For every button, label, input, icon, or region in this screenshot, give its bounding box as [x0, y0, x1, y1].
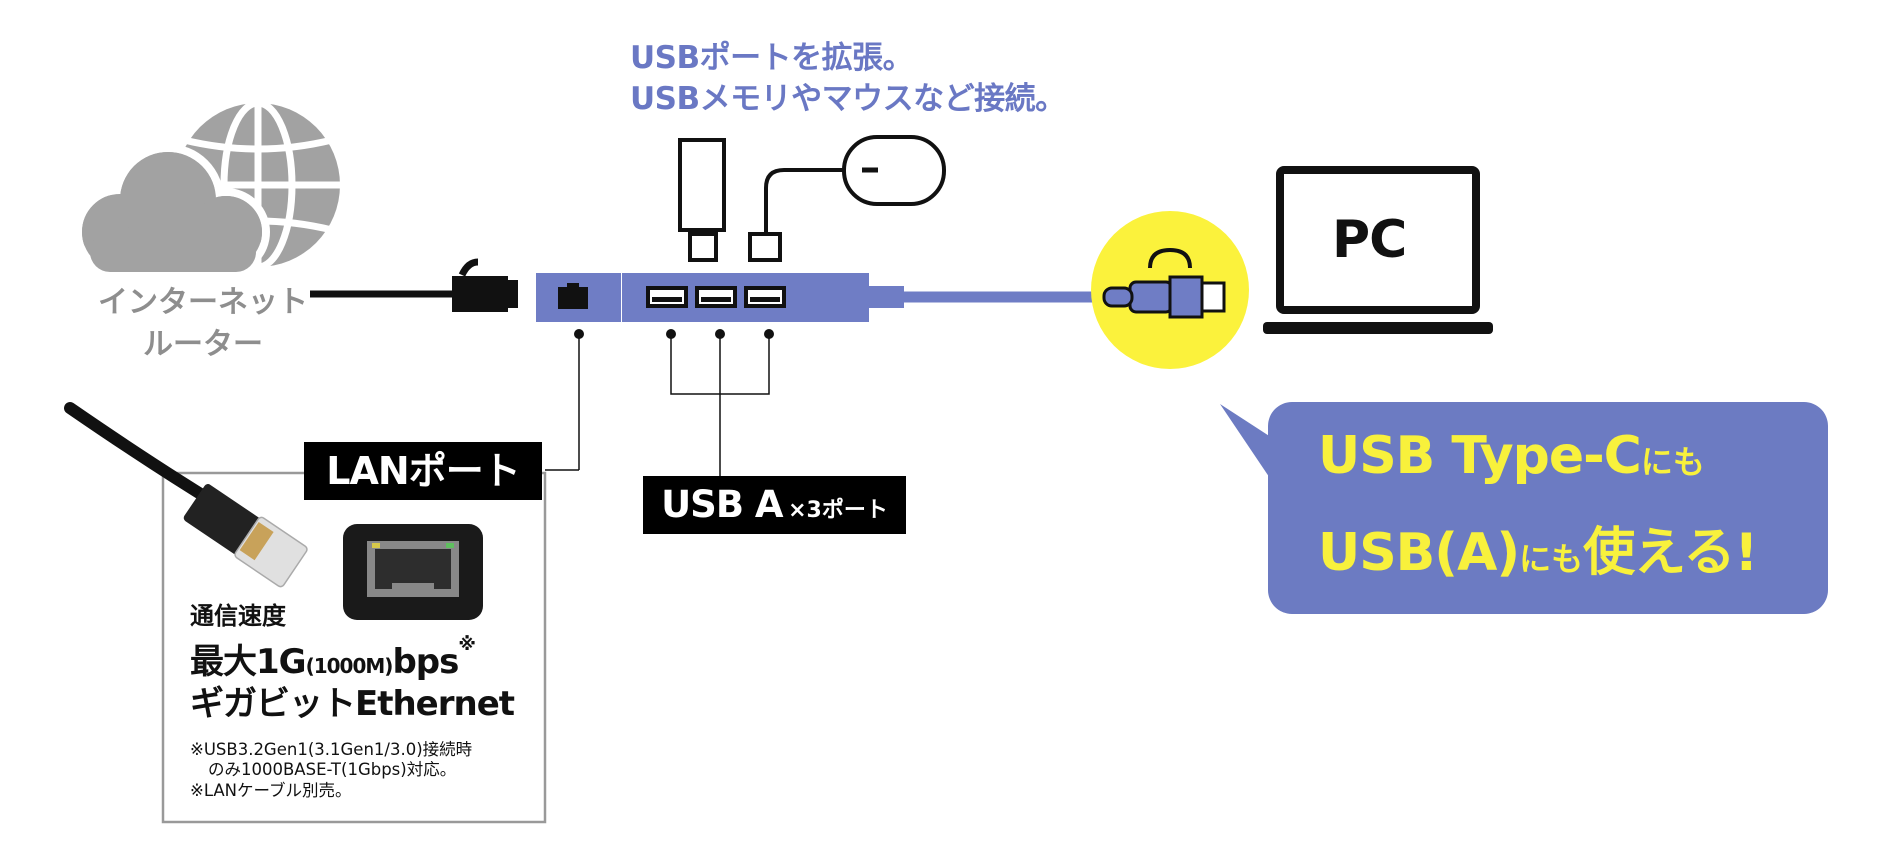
bubble-type-c: USB Type-C — [1318, 426, 1642, 486]
speed-title: 通信速度 — [190, 602, 286, 630]
usb-a-label-sub: ×3ポート — [788, 498, 888, 523]
speed-max: 最大1G — [190, 642, 307, 682]
speed-paren: (1000M) — [305, 654, 394, 678]
router-label: インターネット ルーター — [98, 282, 308, 366]
pc-label: PC — [1332, 210, 1407, 270]
internet-cloud-globe-icon — [74, 99, 340, 278]
lan-cable-icon — [64, 402, 308, 588]
router-label-line-1: インターネット — [98, 285, 308, 320]
bubble-nimo-2: にも — [1519, 540, 1584, 578]
mouse-icon — [748, 135, 946, 262]
lan-port-socket — [558, 287, 588, 309]
usb-c-to-a-connector-icon — [1102, 247, 1226, 319]
usb-expansion-caption: USBポートを拡張。 USBメモリやマウスなど接続。 — [630, 38, 1066, 120]
usb-a-label: USB A ×3ポート — [643, 476, 906, 534]
lan-plug — [452, 276, 508, 312]
speech-bubble — [1220, 402, 1828, 614]
bubble-line-2: USB(A)にも使える! — [1318, 510, 1758, 585]
note-2: のみ1000BASE-T(1Gbps)対応。 — [208, 760, 457, 779]
lan-port-photo-icon — [343, 524, 483, 620]
router-label-line-2: ルーター — [143, 327, 263, 362]
note-1: ※USB3.2Gen1(3.1Gen1/3.0)接続時 — [190, 740, 473, 759]
laptop-icon — [1263, 166, 1493, 334]
bubble-usb-a: USB(A) — [1318, 523, 1520, 583]
lan-plug-clip — [458, 258, 479, 277]
bubble-nimo-1: にも — [1640, 443, 1705, 481]
lan-port-label: LANポート — [304, 442, 542, 500]
usb-memory-icon — [678, 138, 726, 262]
note-3: ※LANケーブル別売。 — [190, 781, 352, 800]
speed-mark: ※ — [458, 634, 475, 655]
speed-ethernet: ギガビットEthernet — [190, 684, 515, 724]
bubble-line-1: USB Type-Cにも — [1318, 426, 1705, 486]
bubble-tsukaeru: 使える! — [1583, 523, 1758, 583]
callout-lines — [545, 334, 770, 476]
caption-line-2: USBメモリやマウスなど接続。 — [630, 81, 1066, 117]
speed-main: 最大1G(1000M)bps※ — [190, 634, 476, 683]
usb-a-label-main: USB A — [661, 483, 783, 526]
speed-unit: bps — [392, 642, 459, 682]
caption-line-1: USBポートを拡張。 — [630, 40, 914, 76]
